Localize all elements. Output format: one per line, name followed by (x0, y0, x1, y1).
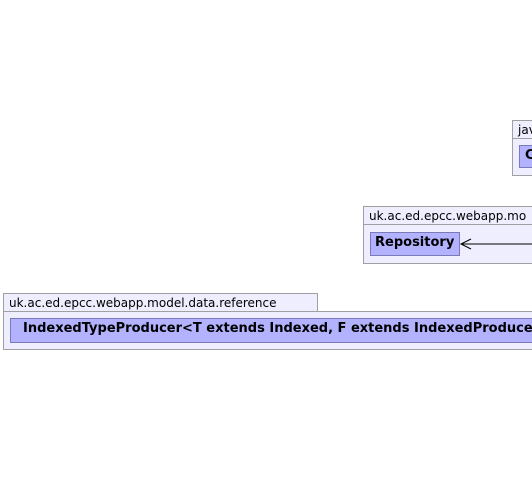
package-tab-reference: uk.ac.ed.epcc.webapp.model.data.referenc… (3, 293, 318, 312)
class-box-indexed-type-producer[interactable]: IndexedTypeProducer<T extends Indexed, F… (10, 318, 532, 343)
package-tab-java: jav (512, 120, 532, 139)
class-box-java[interactable]: C (519, 145, 532, 168)
class-box-repository[interactable]: Repository (370, 232, 460, 256)
arrowhead-icon (459, 238, 472, 250)
package-tab-model: uk.ac.ed.epcc.webapp.mo (363, 206, 532, 225)
